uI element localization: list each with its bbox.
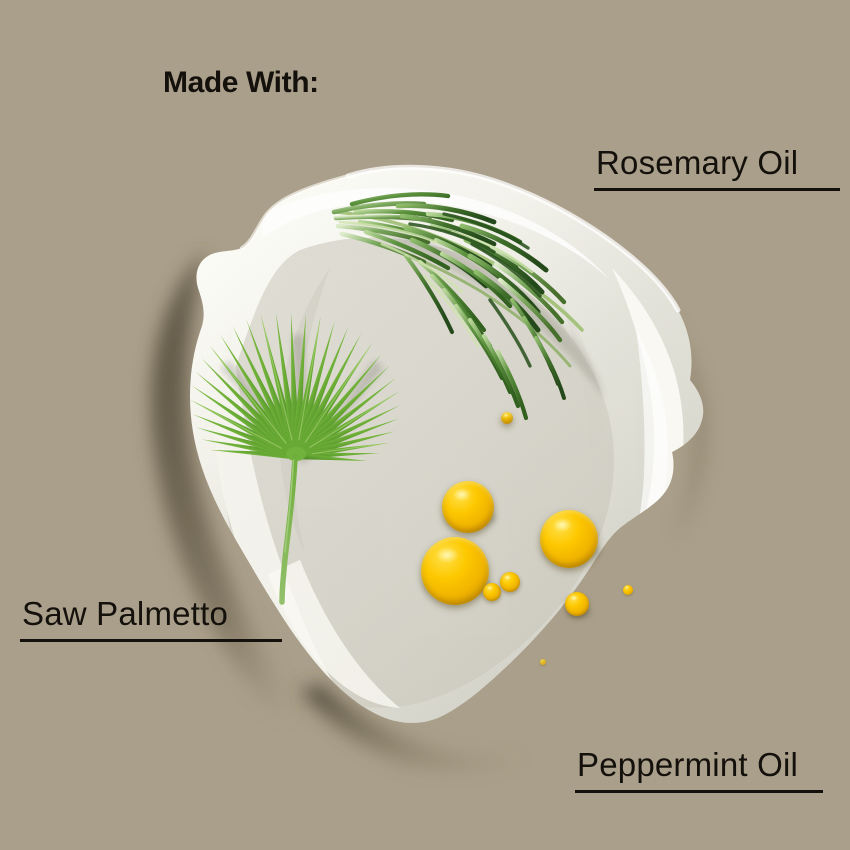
oil-droplet xyxy=(442,481,494,533)
ingredient-label-peppermint: Peppermint Oil xyxy=(577,746,799,783)
ingredient-label-saw-palmetto: Saw Palmetto xyxy=(22,595,228,632)
ingredient-underline-peppermint xyxy=(575,790,823,793)
saw-palmetto-leaf xyxy=(190,312,401,605)
oil-droplet xyxy=(623,585,633,595)
ingredient-label-rosemary: Rosemary Oil xyxy=(596,144,799,181)
rosemary-sprig xyxy=(331,192,605,421)
oil-droplet xyxy=(565,592,589,616)
page-title: Made With: xyxy=(163,66,319,99)
oil-droplet xyxy=(500,572,520,592)
oil-droplet xyxy=(540,510,598,568)
oil-droplet xyxy=(483,583,501,601)
ingredient-underline-rosemary xyxy=(594,188,840,191)
oil-droplet xyxy=(540,659,546,665)
ingredient-underline-saw-palmetto xyxy=(20,639,282,642)
oil-droplet xyxy=(501,412,513,424)
swatch-cast-shadow xyxy=(151,250,707,771)
oil-droplet xyxy=(421,537,489,605)
